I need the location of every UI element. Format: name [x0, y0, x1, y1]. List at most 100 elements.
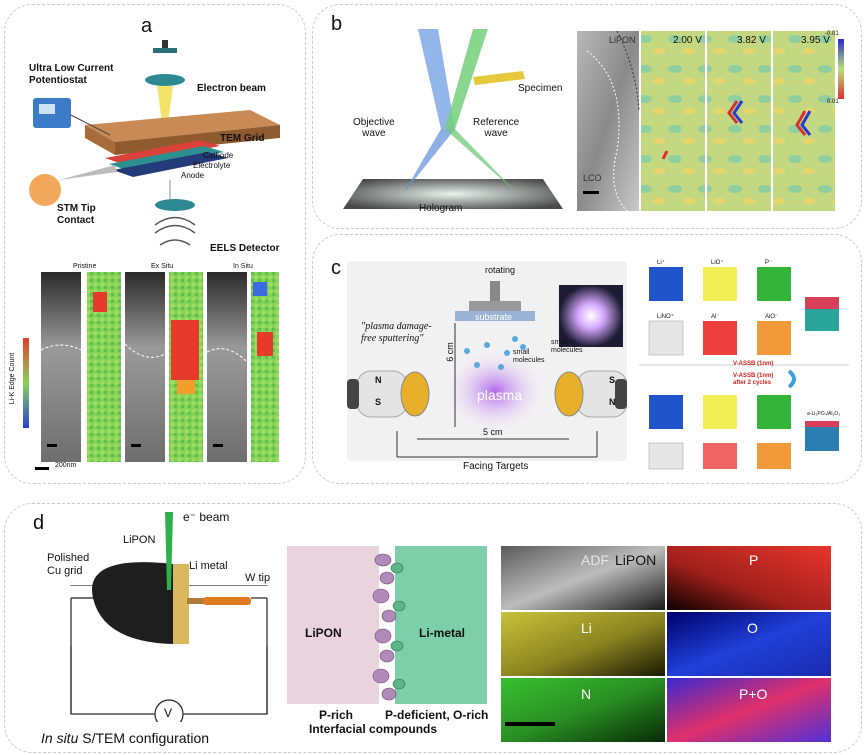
panel-d-label: d	[33, 512, 45, 534]
electron-beam	[157, 86, 173, 130]
p-plus-o-label: P+O	[739, 686, 768, 702]
plasma-label: plasma	[477, 387, 523, 403]
electrolyte-label: Electrolyte	[193, 161, 231, 170]
six-cm-label: 6 cm	[444, 342, 455, 362]
polished-grid-label: Polished Cu grid	[47, 552, 90, 577]
plasma-photo	[559, 285, 623, 347]
config-caption: In situ S/TEM configuration	[41, 730, 209, 746]
electron-beam-d	[165, 512, 173, 590]
panel-b-label: b	[331, 13, 343, 35]
w-tip-label: W tip	[245, 572, 271, 584]
anode-layer	[113, 152, 228, 177]
rotating-label: rotating	[485, 265, 516, 275]
electron-beam-label: Electron beam	[197, 83, 266, 94]
cube-label-6: AlO⁻	[765, 314, 779, 320]
voltage-label-3: 3.95 V	[801, 35, 830, 46]
substrate-label: substrate	[475, 312, 513, 322]
hologram-plane	[343, 179, 563, 209]
tof-sims-cubes	[639, 267, 849, 470]
phase-maps	[577, 31, 844, 211]
lipon-label-d: LiPON	[123, 534, 156, 546]
ebeam-label: e⁻ beam	[183, 510, 230, 524]
li-metal-label: Li metal	[189, 560, 228, 572]
p-label: P	[749, 552, 759, 568]
li-map	[501, 612, 665, 676]
panel-d: d e⁻ beam LiPON Polished Cu grid Li meta…	[4, 503, 862, 753]
small-molecules-right: small molecules	[551, 339, 583, 354]
o-label: O	[747, 620, 758, 636]
lipon-label-b: LiPON	[609, 35, 636, 45]
voltmeter-label: V	[164, 706, 173, 720]
tem-image-insitu	[207, 272, 247, 462]
p-deficient-label: P-deficient, O-rich	[385, 708, 489, 722]
li-k-edge-maps	[41, 272, 279, 462]
voltmeter	[154, 699, 184, 722]
objective-wave-label: Objective wave	[353, 117, 395, 139]
objective-wave	[418, 29, 455, 129]
panel-a: a Ultra Low Current Potentiostat Electro…	[4, 4, 306, 484]
reference-wave	[445, 29, 488, 129]
cube-label-5: Al⁻	[711, 314, 720, 320]
panel-c: c rotating	[312, 234, 862, 484]
stm-tip-sphere	[29, 174, 61, 206]
facing-targets-label: Facing Targets	[463, 461, 529, 472]
li-label: Li	[581, 620, 592, 636]
interfacial-compounds-label: Interfacial compounds	[309, 722, 438, 736]
voltage-label-2: 3.82 V	[737, 35, 766, 46]
cube-label-4: LiNO⁺	[657, 314, 674, 320]
tem-setup-schematic	[29, 40, 280, 246]
tem-image-b	[577, 31, 639, 211]
li-k-edge-axis-label: Li-K Edge Count	[9, 352, 17, 405]
potentiostat-label: Ultra Low Current Potentiostat	[29, 63, 114, 86]
map-title-exsitu: Ex Situ	[151, 263, 174, 270]
n-label: N	[581, 686, 592, 702]
eels-detector-label: EELS Detector	[210, 243, 280, 254]
eels-detector	[154, 216, 196, 226]
n-map	[501, 678, 665, 742]
substrate-plate	[455, 311, 535, 321]
hologram-label: Hologram	[419, 203, 463, 214]
after-cycling-label: V-ASSB (1nm) after 2 cycles	[733, 373, 774, 386]
cathode-label: Cathode	[203, 151, 234, 160]
cube-label-2: LiO⁺	[711, 260, 724, 266]
specimen-plate	[473, 71, 525, 85]
interface-schematic	[287, 546, 487, 704]
scale-bar-d	[505, 722, 555, 726]
beam-source-stem	[162, 40, 168, 48]
electrolyte-layer	[109, 146, 224, 171]
scale-bar-a-label: 200nm	[55, 462, 77, 469]
magnet-right-n: N	[609, 397, 616, 407]
projector-lens	[155, 199, 195, 211]
interface-inset-label: a-Li₃PO₄/Al₂O₃	[807, 411, 841, 417]
magnet-right-s: S	[609, 375, 616, 385]
voltage-label-1: 2.00 V	[673, 35, 702, 46]
panel-b: b Specimen Objective wave Reference wave…	[312, 4, 862, 229]
panel-c-label: c	[331, 257, 341, 279]
in-situ-circuit	[67, 512, 277, 722]
lco-label-b: LCO	[583, 173, 602, 183]
plasma-cloud	[440, 346, 550, 436]
reference-wave-label: Reference wave	[473, 117, 520, 139]
eels-elemental-maps	[501, 546, 831, 742]
scale-bar-a	[35, 467, 49, 470]
config-caption-rest: S/TEM configuration	[78, 730, 210, 746]
p-map	[667, 546, 831, 610]
adf-label: ADF	[581, 552, 609, 568]
magnet-left-n: N	[375, 375, 382, 385]
lipon-layer	[173, 564, 189, 644]
p-plus-o-map	[667, 678, 831, 742]
specimen-label: Specimen	[518, 83, 563, 94]
schematic-lipon-label: LiPON	[305, 626, 342, 640]
colorbar-b-top: -0.01	[825, 31, 839, 37]
map-title-pristine: Pristine	[73, 263, 97, 270]
phase-colorbar	[838, 39, 844, 99]
anode-label: Anode	[181, 171, 205, 180]
lipon-map-label: LiPON	[615, 552, 657, 568]
w-tip	[203, 597, 251, 605]
eels-map-insitu	[251, 272, 279, 462]
config-caption-italic: In situ	[41, 730, 79, 746]
tem-image-pristine	[41, 272, 81, 462]
map-title-insitu: In Situ	[233, 263, 253, 270]
cube-label-1: Li⁺	[657, 260, 665, 266]
cathode-layer	[105, 140, 220, 165]
